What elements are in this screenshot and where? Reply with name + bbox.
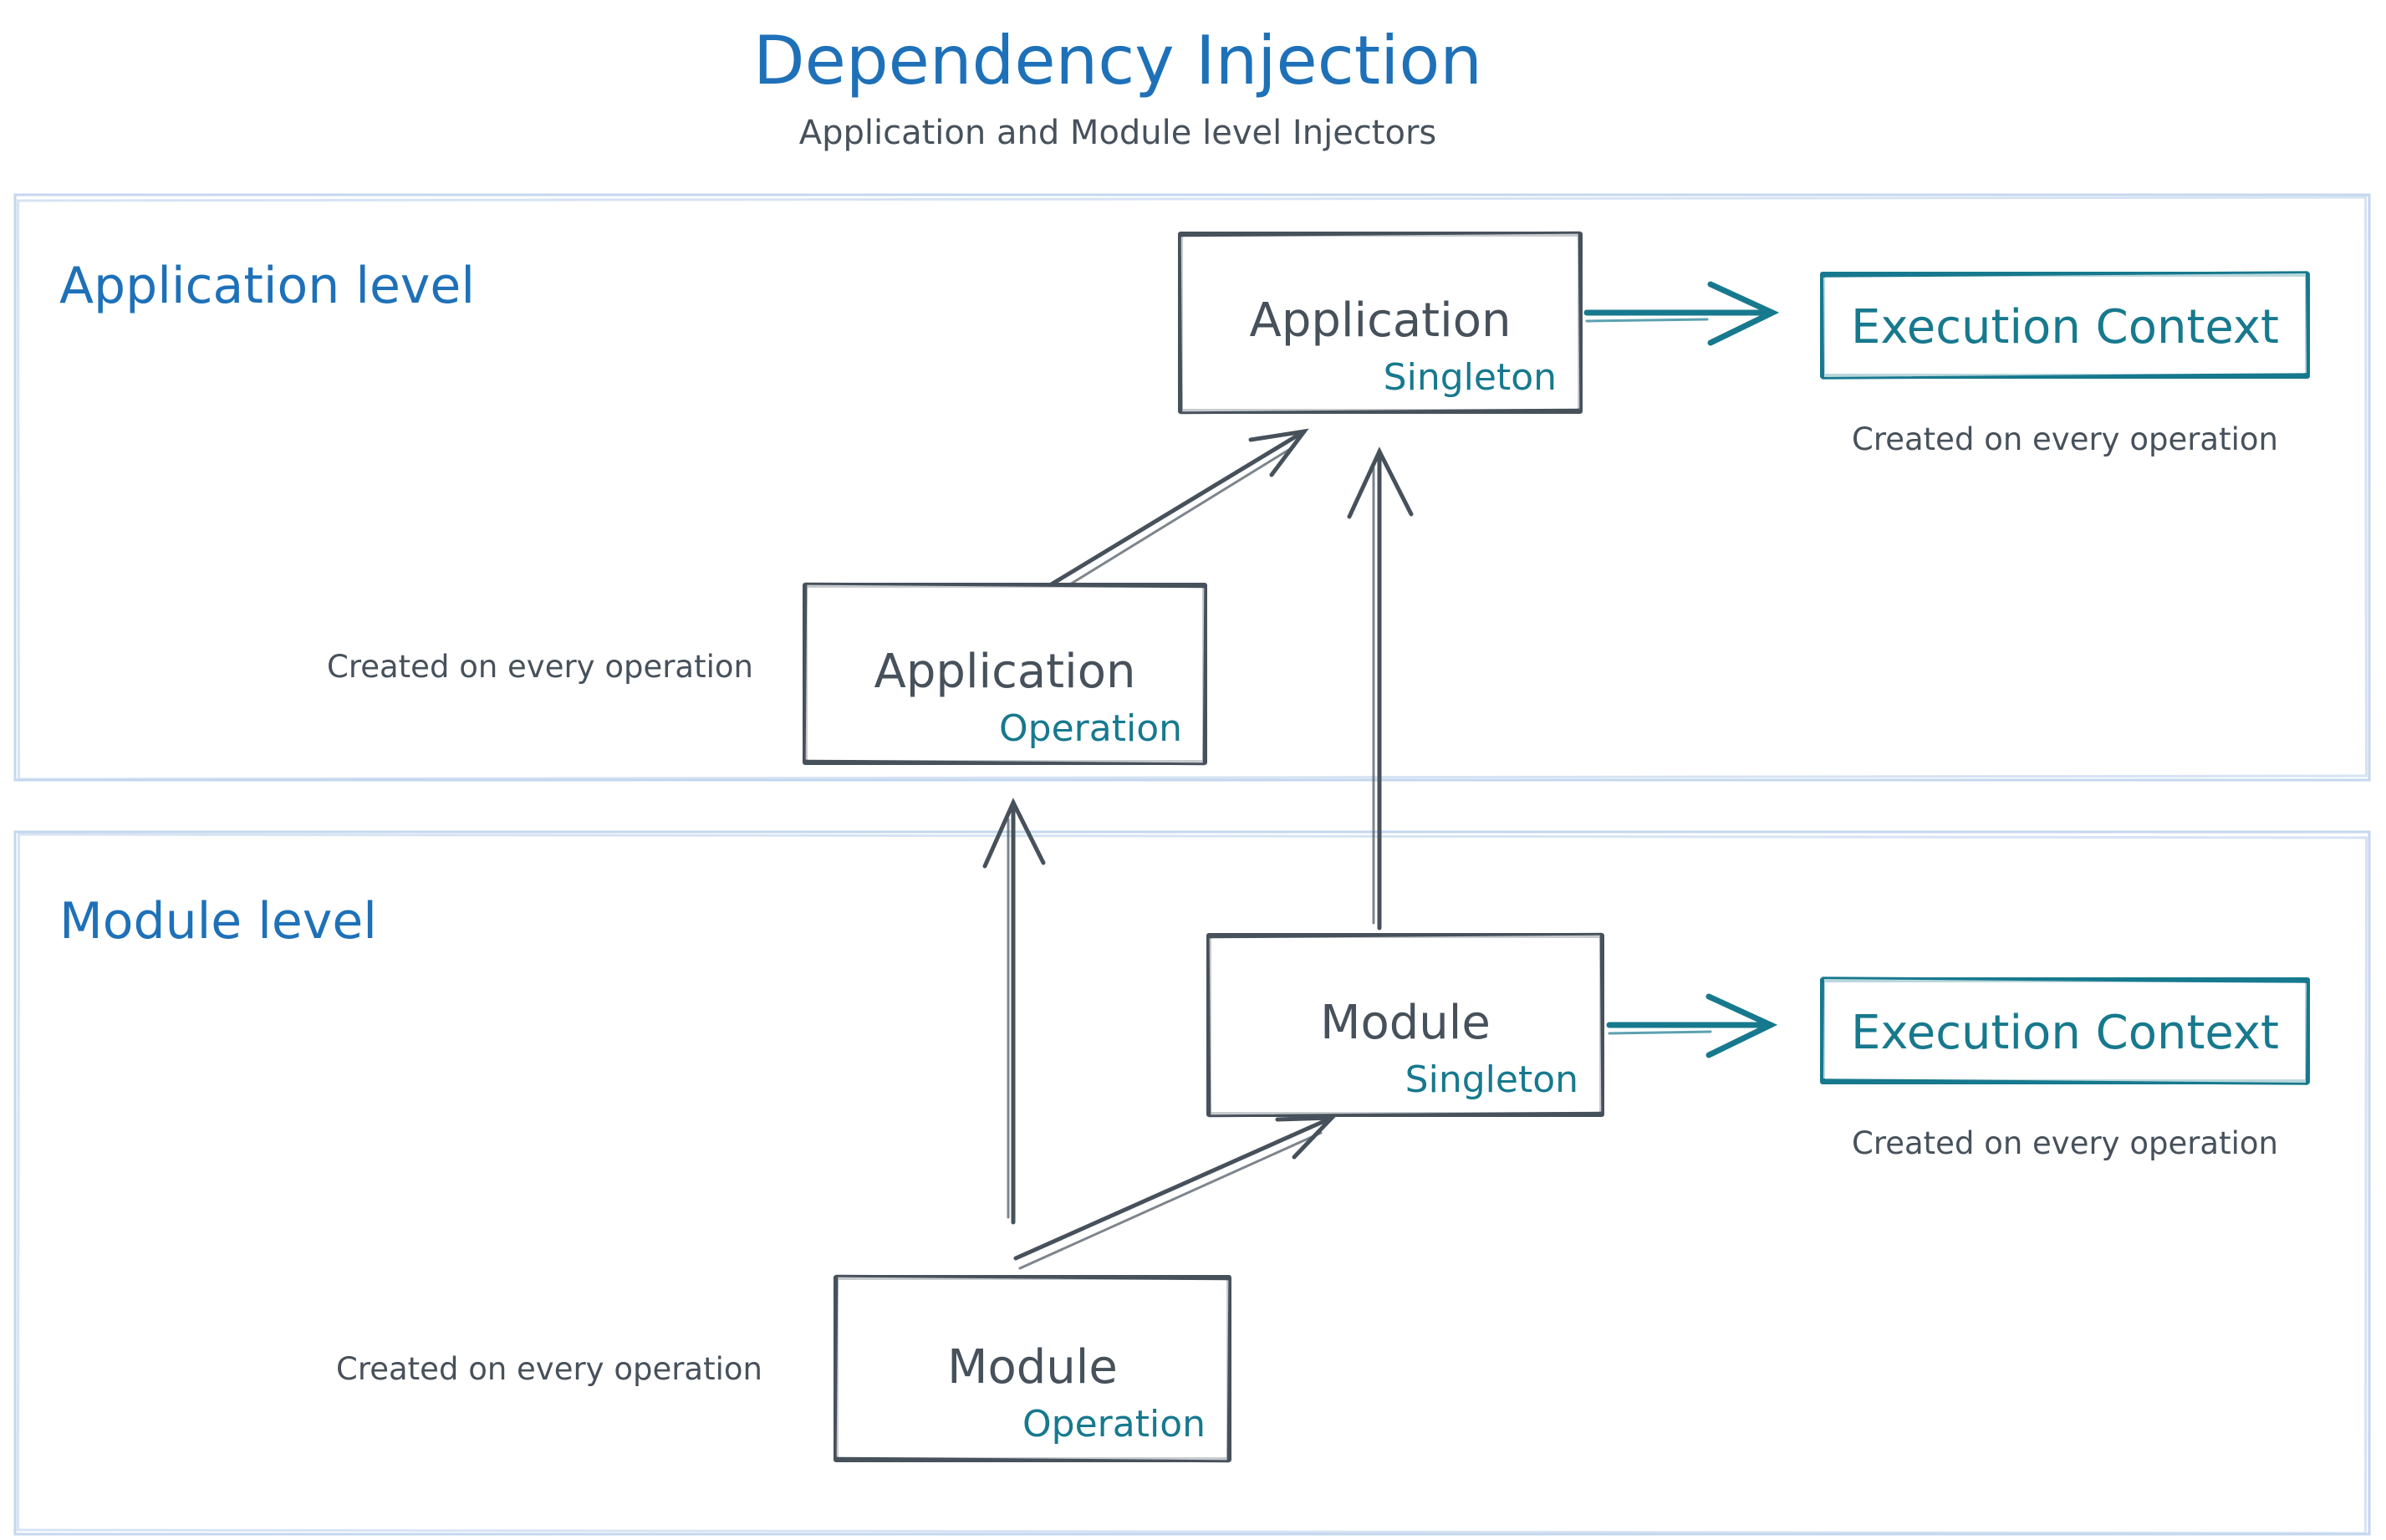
application-operation-scope: Operation [999, 707, 1182, 750]
execution-context-module-caption: Created on every operation [1852, 1125, 2278, 1161]
application-operation-title: Application [874, 645, 1136, 699]
application-level-frame-sketch [17, 196, 2368, 781]
application-level-label: Application level [59, 257, 475, 315]
arrow-module-singleton-to-app-singleton [1347, 446, 1414, 931]
page-subtitle: Application and Module level Injectors [799, 114, 1436, 152]
arrow-module-singleton-to-execution-context [1606, 993, 1778, 1058]
module-level-section: Module level [13, 830, 2371, 1536]
application-operation-caption: Created on every operation [327, 649, 753, 685]
page-title: Dependency Injection [753, 22, 1482, 99]
application-singleton-scope: Singleton [1384, 356, 1557, 399]
node-module-singleton: Module Singleton [1206, 932, 1604, 1118]
module-level-frame-sketch [16, 833, 2368, 1535]
application-level-frame [13, 193, 2371, 782]
module-operation-title: Module [947, 1340, 1118, 1395]
module-singleton-scope: Singleton [1405, 1058, 1578, 1101]
node-execution-context-module: Execution Context Created on every opera… [1820, 976, 2310, 1161]
execution-context-application-title: Execution Context [1851, 300, 2279, 354]
arrow-module-operation-to-module-singleton [1013, 1115, 1338, 1270]
module-operation-scope: Operation [1022, 1403, 1206, 1446]
application-level-section: Application level [13, 193, 2371, 782]
node-module-operation: Module Operation Created on every operat… [336, 1274, 1231, 1463]
module-singleton-title: Module [1320, 996, 1491, 1050]
module-level-label: Module level [59, 892, 377, 951]
arrow-app-singleton-to-execution-context [1583, 281, 1780, 346]
execution-context-application-caption: Created on every operation [1852, 421, 2278, 457]
node-execution-context-application: Execution Context Created on every opera… [1820, 270, 2310, 457]
arrow-module-operation-to-app-operation [982, 798, 1046, 1225]
module-operation-caption: Created on every operation [336, 1351, 762, 1387]
node-application-operation: Application Operation Created on every o… [327, 582, 1207, 766]
node-application-singleton: Application Singleton [1178, 231, 1583, 415]
execution-context-module-title: Execution Context [1851, 1006, 2279, 1060]
application-singleton-title: Application [1250, 293, 1512, 348]
module-level-frame [13, 830, 2371, 1536]
